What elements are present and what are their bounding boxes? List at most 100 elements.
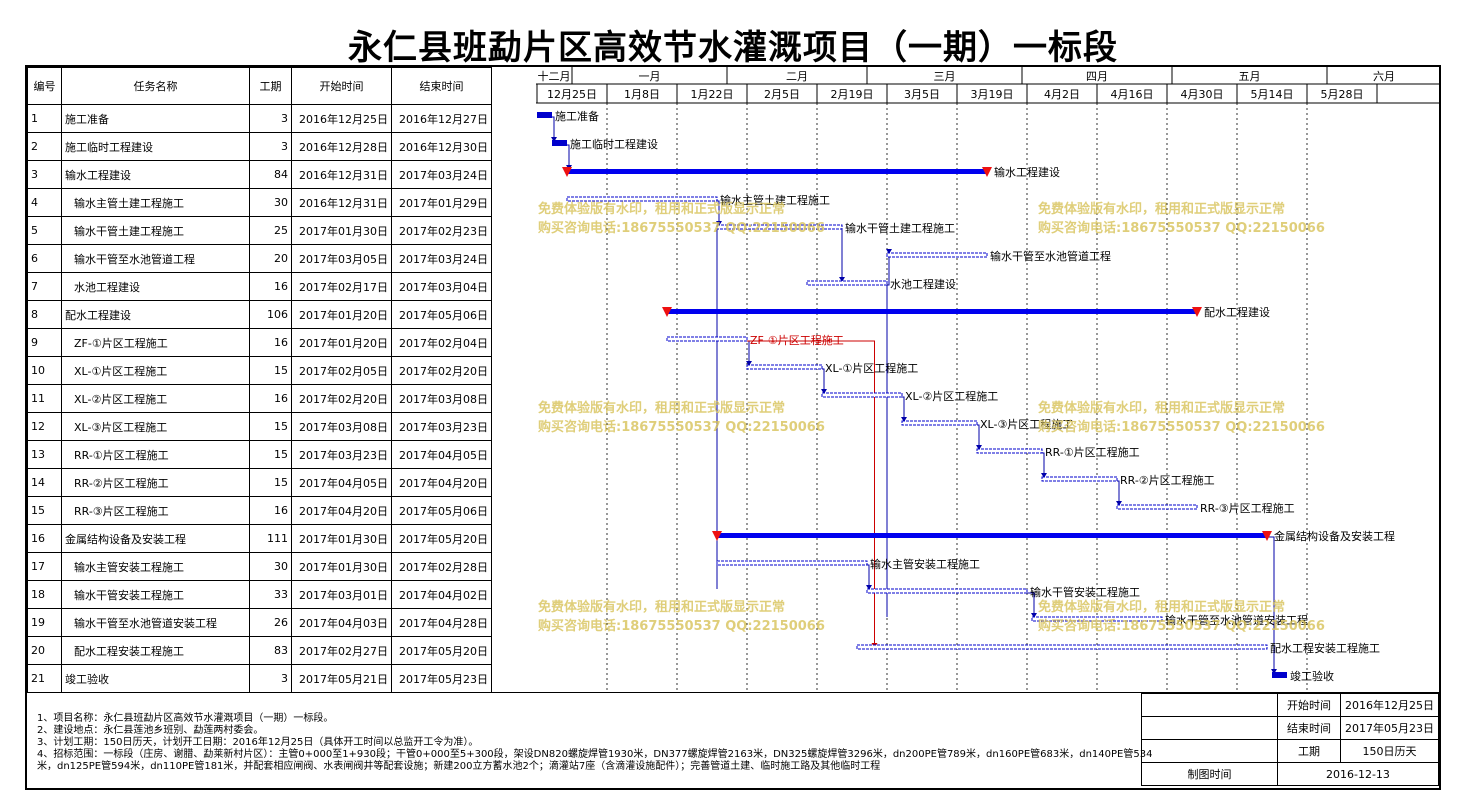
cell-name: RR-③片区工程施工	[61, 496, 250, 525]
month-label: 一月	[639, 70, 661, 83]
cell-id: 12	[27, 412, 62, 441]
cell-duration: 106	[249, 300, 292, 329]
dependency-link	[1042, 452, 1045, 475]
task-bar-label: 配水工程安装工程施工	[1270, 641, 1380, 655]
task-bar	[821, 392, 903, 398]
cell-name: 金属结构设备及安装工程	[61, 524, 250, 553]
header-end[interactable]: 结束时间	[391, 67, 492, 105]
cell-end: 2017年03月08日	[391, 384, 492, 413]
dependency-link	[717, 200, 720, 223]
cell-name: 配水工程建设	[61, 300, 250, 329]
summary-start-marker	[712, 531, 722, 541]
header-duration[interactable]: 工期	[249, 67, 292, 105]
week-label: 5月14日	[1251, 88, 1294, 101]
task-bar	[806, 280, 888, 286]
cell-start: 2016年12月25日	[291, 104, 392, 133]
note-line: 4、招标范围：一标段（庄房、谢腊、勐莱新村片区）：主管0+000至1+930段；…	[37, 749, 1153, 772]
cell-id: 9	[27, 328, 62, 357]
task-bar-label: XL-③片区工程施工	[980, 418, 1073, 431]
month-label: 六月	[1373, 70, 1395, 83]
watermark: 免费体验版有水印，租用和正式版显示正常购买咨询电话:18675550537 QQ…	[1038, 401, 1325, 435]
task-bar	[856, 644, 1268, 650]
cell-end: 2017年03月23日	[391, 412, 492, 441]
cell-name: 输水干管安装工程施工	[61, 580, 250, 609]
cell-name: 输水干管土建工程施工	[61, 216, 250, 245]
info-start-label: 开始时间	[1276, 693, 1341, 717]
cell-start: 2017年01月30日	[291, 216, 392, 245]
cell-end: 2017年01月29日	[391, 188, 492, 217]
task-bar	[716, 224, 843, 230]
summary-end-marker	[1192, 307, 1202, 317]
cell-start: 2017年01月30日	[291, 552, 392, 581]
task-bar	[1031, 616, 1163, 622]
month-label: 四月	[1086, 70, 1108, 83]
dependency-link	[1117, 480, 1120, 503]
cell-name: 施工临时工程建设	[61, 132, 250, 161]
link-arrow	[1031, 613, 1037, 618]
cell-id: 15	[27, 496, 62, 525]
week-label: 12月25日	[547, 88, 597, 101]
header-name[interactable]: 任务名称	[61, 67, 250, 105]
task-bar-label: 输水主管土建工程施工	[720, 193, 830, 207]
cell-end: 2017年04月28日	[391, 608, 492, 637]
task-bar	[746, 364, 823, 370]
cell-start: 2017年01月20日	[291, 328, 392, 357]
cell-name: 输水干管至水池管道安装工程	[61, 608, 250, 637]
cell-end: 2017年02月04日	[391, 328, 492, 357]
cell-id: 2	[27, 132, 62, 161]
cell-duration: 16	[249, 496, 292, 525]
watermark: 免费体验版有水印，租用和正式版显示正常购买咨询电话:18675550537 QQ…	[538, 401, 825, 435]
info-drawn-label: 制图时间	[1141, 762, 1278, 786]
info-duration-label: 工期	[1276, 739, 1341, 763]
task-bar-label: 水池工程建设	[890, 277, 956, 291]
cell-duration: 3	[249, 104, 292, 133]
cell-duration: 25	[249, 216, 292, 245]
task-bar	[552, 140, 567, 146]
cell-end: 2016年12月27日	[391, 104, 492, 133]
cell-end: 2017年05月20日	[391, 636, 492, 665]
cell-name: 输水工程建设	[61, 160, 250, 189]
cell-name: 水池工程建设	[61, 272, 250, 301]
info-table: 开始时间 2016年12月25日 结束时间 2017年05月23日 工期 150…	[1141, 693, 1440, 786]
task-bar-label: RR-③片区工程施工	[1200, 502, 1295, 515]
cell-end: 2016年12月30日	[391, 132, 492, 161]
header-start[interactable]: 开始时间	[291, 67, 392, 105]
cell-duration: 15	[249, 412, 292, 441]
header-id[interactable]: 编号	[27, 67, 62, 105]
cell-start: 2017年04月20日	[291, 496, 392, 525]
dependency-link	[567, 144, 570, 167]
link-arrow	[1271, 669, 1277, 674]
task-bar	[666, 336, 748, 342]
task-bar-label: 输水干管至水池管道安装工程	[1165, 613, 1308, 627]
dependency-link	[887, 251, 890, 286]
cell-end: 2017年02月28日	[391, 552, 492, 581]
dependency-link	[1267, 536, 1275, 671]
gantt-frame	[25, 65, 1441, 790]
cell-end: 2017年02月23日	[391, 216, 492, 245]
cell-duration: 30	[249, 188, 292, 217]
cell-start: 2017年04月05日	[291, 468, 392, 497]
watermark: 免费体验版有水印，租用和正式版显示正常购买咨询电话:18675550537 QQ…	[1038, 600, 1325, 634]
